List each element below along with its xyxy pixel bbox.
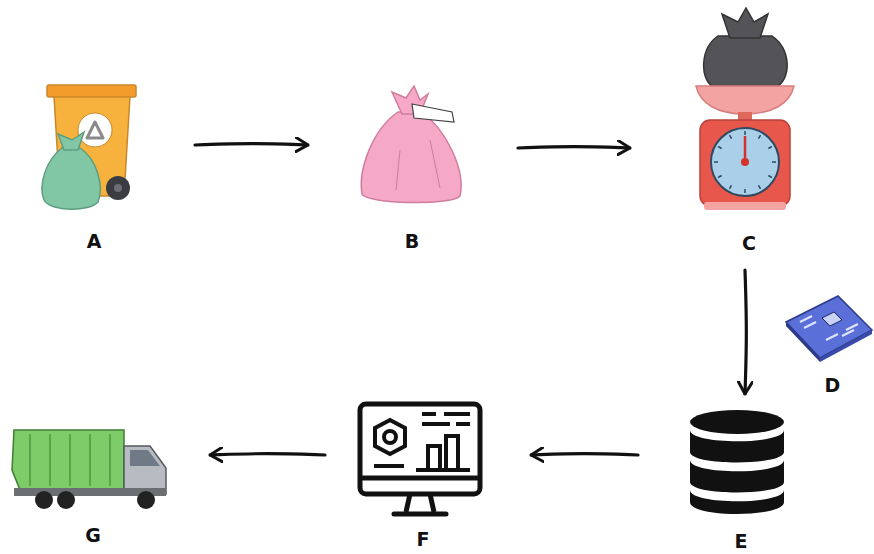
dial-tick <box>744 189 746 193</box>
part-letter: A <box>38 230 150 252</box>
dial-tick <box>718 176 721 178</box>
green-bag <box>42 148 100 209</box>
db-top <box>690 410 784 434</box>
scale-dial <box>711 128 779 196</box>
illustration-node: E <box>686 406 796 552</box>
monitor-stand <box>406 494 434 512</box>
part-letter: G <box>6 524 180 546</box>
flow-arrow <box>518 147 630 148</box>
db-layer <box>690 460 784 493</box>
illustration-node: G <box>6 416 180 546</box>
bin-lid <box>47 85 136 97</box>
truck-body <box>12 430 124 490</box>
screen-bezel <box>360 476 480 481</box>
hand <box>412 104 454 122</box>
dial-tick <box>772 161 776 163</box>
illustration-node: C <box>692 4 806 254</box>
motherboard <box>786 296 872 362</box>
pink-bag <box>361 86 461 203</box>
nut-hole <box>384 431 396 443</box>
flow-arrow <box>195 144 308 145</box>
dial-tick <box>768 176 771 178</box>
part-letter: F <box>353 528 493 550</box>
recycle-badge <box>78 113 112 147</box>
illustration-node: D <box>783 290 874 396</box>
flow-arrow <box>210 454 325 455</box>
recycle-symbol <box>87 122 103 138</box>
scale-base <box>704 202 786 210</box>
dial-tick <box>714 161 718 163</box>
board <box>786 296 872 358</box>
wheel <box>137 491 155 509</box>
dial-tick <box>730 135 732 138</box>
dash-lines <box>422 414 470 424</box>
wheel <box>57 491 75 509</box>
monitor-screen <box>360 404 480 494</box>
dial-tick <box>759 135 761 138</box>
db-layer <box>690 430 784 463</box>
illustration-node: A <box>38 80 150 252</box>
truck-cab <box>124 446 166 494</box>
scale-body <box>700 120 790 206</box>
flow-arrow <box>531 454 638 455</box>
recycle-bin <box>42 85 136 209</box>
board-slots <box>800 316 858 340</box>
cpu-chip <box>822 312 842 326</box>
wheel <box>35 491 53 509</box>
bag-knot <box>722 8 768 38</box>
dial-ticks <box>714 131 776 193</box>
db-layer <box>690 490 784 514</box>
illustration-node: F <box>353 398 493 550</box>
hex-nut <box>375 420 405 454</box>
dial-tick <box>759 185 761 188</box>
illustration-node: B <box>352 80 472 252</box>
bag-folds <box>396 140 440 190</box>
dial-tick <box>730 185 732 188</box>
wheel-hub <box>114 184 122 192</box>
bag-body <box>361 112 461 203</box>
dark-bag <box>704 36 788 86</box>
monitor-icon <box>360 404 480 514</box>
flow-arrow <box>745 270 746 394</box>
monitor-foot <box>394 512 446 517</box>
body-ribs <box>30 434 110 486</box>
bin-wheel <box>106 176 130 200</box>
database-icon <box>690 410 784 514</box>
cab-window <box>130 450 160 466</box>
bar-chart <box>416 436 470 470</box>
part-letter: C <box>692 232 806 254</box>
dial-tick <box>768 147 771 149</box>
dash-line <box>374 464 404 468</box>
part-letter: D <box>783 374 874 396</box>
bag-knot <box>58 132 84 150</box>
dial-tick <box>718 147 721 149</box>
weighing-scale <box>696 8 794 210</box>
scale-pan <box>696 86 794 114</box>
part-letter: E <box>686 530 796 552</box>
part-letter: B <box>352 230 472 252</box>
board-edge <box>786 322 820 362</box>
garbage-truck <box>12 430 166 509</box>
dial-tick <box>744 131 746 135</box>
needle-pivot <box>741 158 749 166</box>
